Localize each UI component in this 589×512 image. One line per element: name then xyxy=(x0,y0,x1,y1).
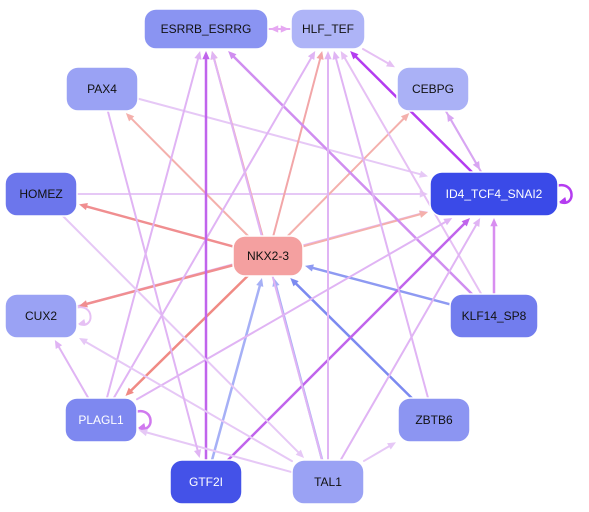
node-label: CEBPG xyxy=(412,82,454,96)
edge-gtf2i-to-nkx2-3 xyxy=(210,278,264,462)
node-box xyxy=(169,459,243,505)
node-label: ESRRB_ESRRG xyxy=(161,22,252,36)
node-box xyxy=(290,8,366,50)
edge-tal1-to-zbtb6 xyxy=(363,442,396,462)
edge-id4-tcf4-snai2-to-id4-tcf4-snai2 xyxy=(555,183,573,205)
edge-homez-to-tal1 xyxy=(61,215,305,458)
edge-hlf-tef-to-esrrb-esrrg xyxy=(270,25,292,33)
node-box xyxy=(64,397,138,443)
edge-plagl1-to-hlf-tef xyxy=(112,51,316,399)
node-cebpg[interactable]: CEBPG xyxy=(396,66,470,112)
node-box xyxy=(396,66,470,112)
edge-pax4-to-gtf2i xyxy=(106,110,202,458)
node-box xyxy=(4,293,78,339)
edge-hlf-tef-to-cebpg xyxy=(362,48,395,68)
edge-klf14-sp8-to-nkx2-3 xyxy=(305,264,452,306)
edge-nkx2-3-to-hlf-tef xyxy=(272,51,324,237)
node-label: ID4_TCF4_SNAI2 xyxy=(446,187,543,201)
node-layer: ESRRB_ESRRG HLF_TEF PAX4 CEBPG HOMEZ ID4_TCF4… xyxy=(4,8,559,505)
edge-tal1-to-plagl1 xyxy=(139,429,293,474)
node-zbtb6[interactable]: ZBTB6 xyxy=(397,397,471,443)
node-box xyxy=(449,293,539,339)
edge-zbtb6-to-hlf-tef xyxy=(332,51,430,399)
edge-cux2-to-cux2 xyxy=(74,306,92,326)
node-box xyxy=(65,66,139,112)
edge-gtf2i-to-esrrb-esrrg xyxy=(202,51,210,462)
node-label: KLF14_SP8 xyxy=(462,309,527,323)
node-label: HOMEZ xyxy=(19,187,62,201)
edge-nkx2-3-to-pax4 xyxy=(125,113,250,237)
node-box xyxy=(232,235,304,277)
edge-zbtb6-to-nkx2-3 xyxy=(290,278,413,400)
node-label: CUX2 xyxy=(25,309,57,323)
node-klf14-sp8[interactable]: KLF14_SP8 xyxy=(449,293,539,339)
edge-nkx2-3-to-cux2 xyxy=(79,264,235,308)
edge-id4-tcf4-snai2-to-hlf-tef xyxy=(350,51,474,174)
edge-klf14-sp8-to-id4-tcf4-snai2 xyxy=(490,218,498,296)
edge-cebpg-to-id4-tcf4-snai2 xyxy=(444,110,481,170)
edge-pax4-to-id4-tcf4-snai2 xyxy=(137,97,428,178)
node-box xyxy=(291,459,365,505)
node-label: HLF_TEF xyxy=(302,22,354,36)
node-label: NKX2-3 xyxy=(247,249,289,263)
edge-plagl1-to-cux2 xyxy=(54,340,90,399)
edge-nkx2-3-to-homez xyxy=(79,203,235,248)
edge-layer xyxy=(54,25,573,474)
node-box xyxy=(397,397,471,443)
edge-plagl1-to-plagl1 xyxy=(134,409,152,431)
edge-plagl1-to-id4-tcf4-snai2 xyxy=(136,218,453,401)
edge-plagl1-to-esrrb-esrrg xyxy=(105,51,202,399)
node-hlf-tef[interactable]: HLF_TEF xyxy=(290,8,366,50)
node-gtf2i[interactable]: GTF2I xyxy=(169,459,243,505)
node-esrrb-esrrg[interactable]: ESRRB_ESRRG xyxy=(143,8,269,50)
edge-nkx2-3-to-id4-tcf4-snai2 xyxy=(302,210,428,248)
edge-nkx2-3-to-plagl1 xyxy=(125,274,249,396)
node-plagl1[interactable]: PLAGL1 xyxy=(64,397,138,443)
node-label: GTF2I xyxy=(189,475,223,489)
node-box xyxy=(143,8,269,50)
edge-tal1-to-id4-tcf4-snai2 xyxy=(339,218,481,461)
node-tal1[interactable]: TAL1 xyxy=(291,459,365,505)
node-box xyxy=(429,171,559,217)
node-label: TAL1 xyxy=(314,475,342,489)
node-label: PAX4 xyxy=(87,82,117,96)
node-label: PLAGL1 xyxy=(78,413,124,427)
edge-tal1-to-cux2 xyxy=(79,337,293,463)
edge-nkx2-3-to-cebpg xyxy=(286,113,410,237)
node-id4-tcf4-snai2[interactable]: ID4_TCF4_SNAI2 xyxy=(429,171,559,217)
node-box xyxy=(4,171,78,217)
node-homez[interactable]: HOMEZ xyxy=(4,171,78,217)
node-cux2[interactable]: CUX2 xyxy=(4,293,78,339)
node-pax4[interactable]: PAX4 xyxy=(65,66,139,112)
node-label: ZBTB6 xyxy=(415,413,453,427)
node-nkx2-3[interactable]: NKX2-3 xyxy=(232,235,304,277)
edge-tal1-to-hlf-tef xyxy=(324,51,332,461)
